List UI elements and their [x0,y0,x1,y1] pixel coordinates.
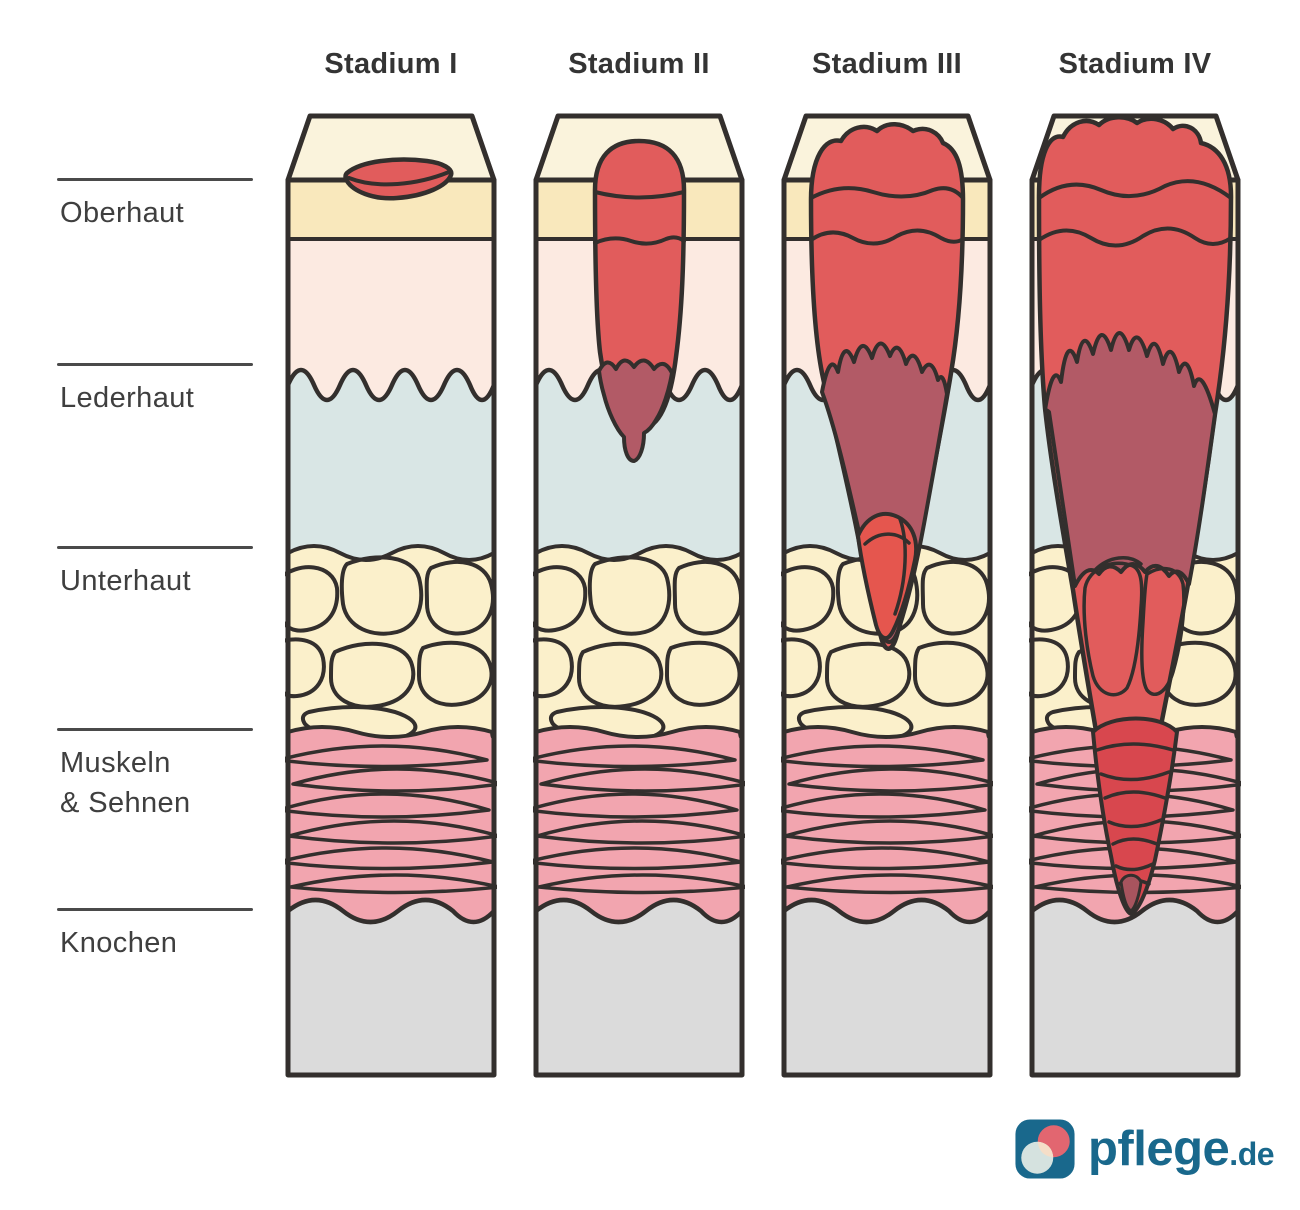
pflege-logo-icon [1015,1119,1075,1179]
layer-label-muskeln-sehnen: Muskeln & Sehnen [60,747,191,820]
stage-title-1: Stadium I [324,48,458,80]
layer-label-oberhaut: Oberhaut [60,197,185,229]
layer-label-block-muskeln-sehnen: Muskeln & Sehnen [57,728,253,823]
stage-title-4: Stadium IV [1058,48,1212,80]
stage-1-illustration [285,113,497,1078]
stage-3-illustration [781,113,993,1078]
layer-label-block-lederhaut: Lederhaut [57,363,253,418]
layer-label-block-unterhaut: Unterhaut [57,546,253,601]
pflege-logo: pflege.de [1014,1118,1275,1180]
stage-title-2: Stadium II [568,48,710,80]
logo-suffix: .de [1229,1136,1275,1172]
layer-label-unterhaut: Unterhaut [60,565,191,597]
stage-column-4 [1029,112,1241,1080]
stage-title-3: Stadium III [812,48,962,80]
layer-rule [57,546,253,549]
layer-label-block-oberhaut: Oberhaut [57,178,253,233]
logo-brand: pflege [1088,1122,1230,1176]
stage-2-illustration [533,113,745,1078]
pflege-logo-text: pflege.de [1088,1121,1275,1177]
layer-rule [57,908,253,911]
stage-4-illustration [1029,113,1241,1078]
layer-rule [57,178,253,181]
layer-label-lederhaut: Lederhaut [60,382,195,414]
stage-column-2 [533,112,745,1080]
layer-label-block-knochen: Knochen [57,908,253,963]
layer-rule [57,363,253,366]
stage-column-3 [781,112,993,1080]
layer-label-knochen: Knochen [60,927,178,959]
layer-rule [57,728,253,731]
stage-column-1 [285,112,497,1080]
